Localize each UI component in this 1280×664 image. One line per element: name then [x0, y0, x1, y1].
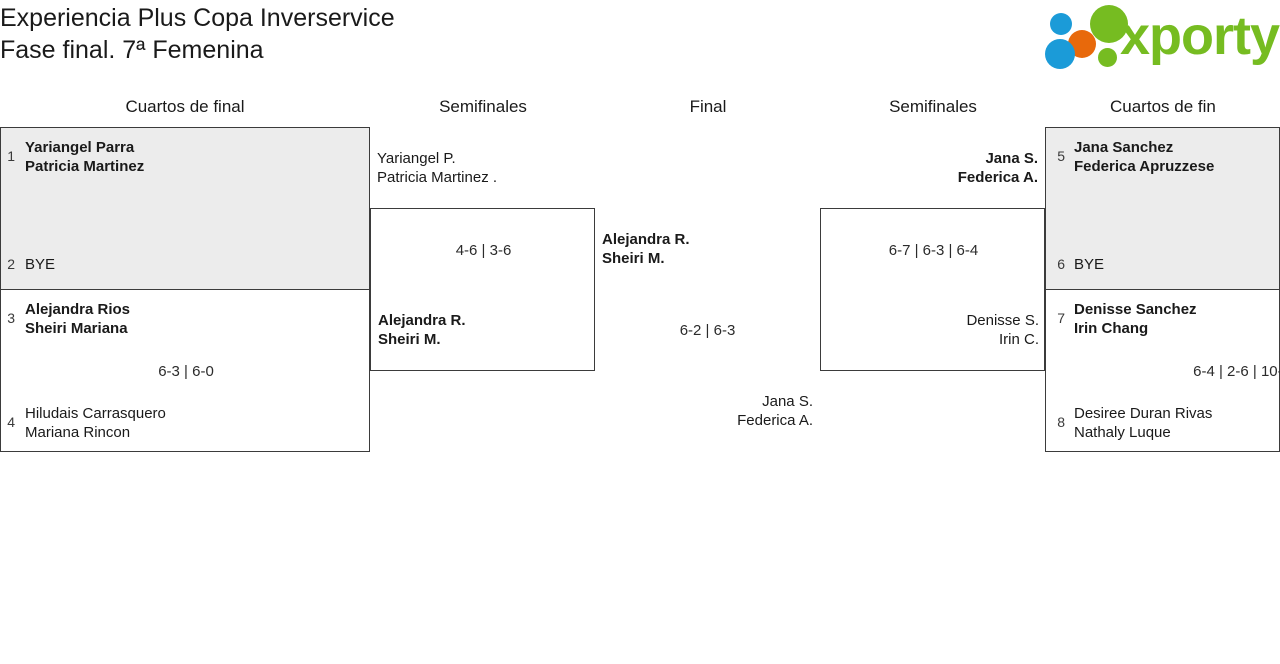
match-box-sf-right[interactable]: 6-7 | 6-3 | 6-4 Denisse S. Irin C. [820, 208, 1045, 371]
seed-number: 4 [7, 414, 15, 430]
match-box-qf2[interactable]: 3 Alejandra Rios Sheiri Mariana 4 Hiluda… [0, 289, 370, 452]
match-box-qf3[interactable]: 5 Jana Sanchez Federica Apruzzese 6 BYE [1045, 127, 1280, 290]
team-name-semi-right-top: Jana S. Federica A. [957, 150, 1038, 186]
match-box-qf1[interactable]: 1 Yariangel Parra Patricia Martinez 2 BY… [0, 127, 370, 290]
match-score-final: 6-2 | 6-3 [679, 322, 736, 339]
logo-wordmark: xporty [1120, 6, 1280, 66]
logo-dots-icon [1042, 4, 1128, 70]
round-header-final: Final [689, 97, 727, 116]
team-name: Denisse S. Irin C. [966, 312, 1039, 348]
team-name: Hiludais Carrasquero Mariana Rincon [25, 405, 166, 441]
team-name: Alejandra R. Sheiri M. [378, 312, 466, 348]
round-header-quarters-left: Cuartos de final [125, 97, 245, 116]
xporty-logo: xporty [1042, 4, 1280, 70]
logo-dot-green-large-icon [1090, 5, 1128, 43]
team-name: Desiree Duran Rivas Nathaly Luque [1074, 405, 1213, 441]
logo-dot-blue-small-icon [1050, 13, 1072, 35]
round-header-quarters-right: Cuartos de fin [1110, 97, 1216, 116]
seed-number: 8 [1057, 414, 1065, 430]
seed-number: 3 [7, 310, 15, 326]
round-header-semis-right: Semifinales [889, 97, 977, 116]
seed-number: 5 [1057, 148, 1065, 164]
seed-number: 1 [7, 148, 15, 164]
round-header-semis-left: Semifinales [439, 97, 527, 116]
seed-number: 7 [1057, 310, 1065, 326]
team-name: BYE [25, 256, 56, 273]
match-score: 6-7 | 6-3 | 6-4 [888, 242, 979, 259]
logo-dot-blue-large-icon [1045, 39, 1075, 69]
team-name: BYE [1074, 256, 1105, 273]
match-score: 6-4 | 2-6 | 10-7 [1193, 363, 1280, 380]
team-name: Denisse Sanchez Irin Chang [1074, 301, 1197, 337]
seed-number: 6 [1057, 256, 1065, 272]
match-box-qf4[interactable]: 7 Denisse Sanchez Irin Chang 8 Desiree D… [1045, 289, 1280, 452]
team-name: Alejandra Rios Sheiri Mariana [25, 301, 131, 337]
match-box-sf-left[interactable]: 4-6 | 3-6 Alejandra R. Sheiri M. [370, 208, 595, 371]
team-name-final-top: Alejandra R. Sheiri M. [602, 231, 690, 267]
match-score: 4-6 | 3-6 [455, 242, 512, 259]
team-name-final-bottom: Jana S. Federica A. [737, 393, 813, 429]
team-name: Jana Sanchez Federica Apruzzese [1074, 139, 1215, 175]
team-name: Yariangel Parra Patricia Martinez [25, 139, 145, 175]
logo-dot-green-small-icon [1098, 48, 1117, 67]
team-name-semi-left-top: Yariangel P. Patricia Martinez . [377, 150, 498, 186]
seed-number: 2 [7, 256, 15, 272]
page-title: Experiencia Plus Copa Inverservice Fase … [0, 4, 395, 64]
match-score: 6-3 | 6-0 [158, 363, 214, 380]
